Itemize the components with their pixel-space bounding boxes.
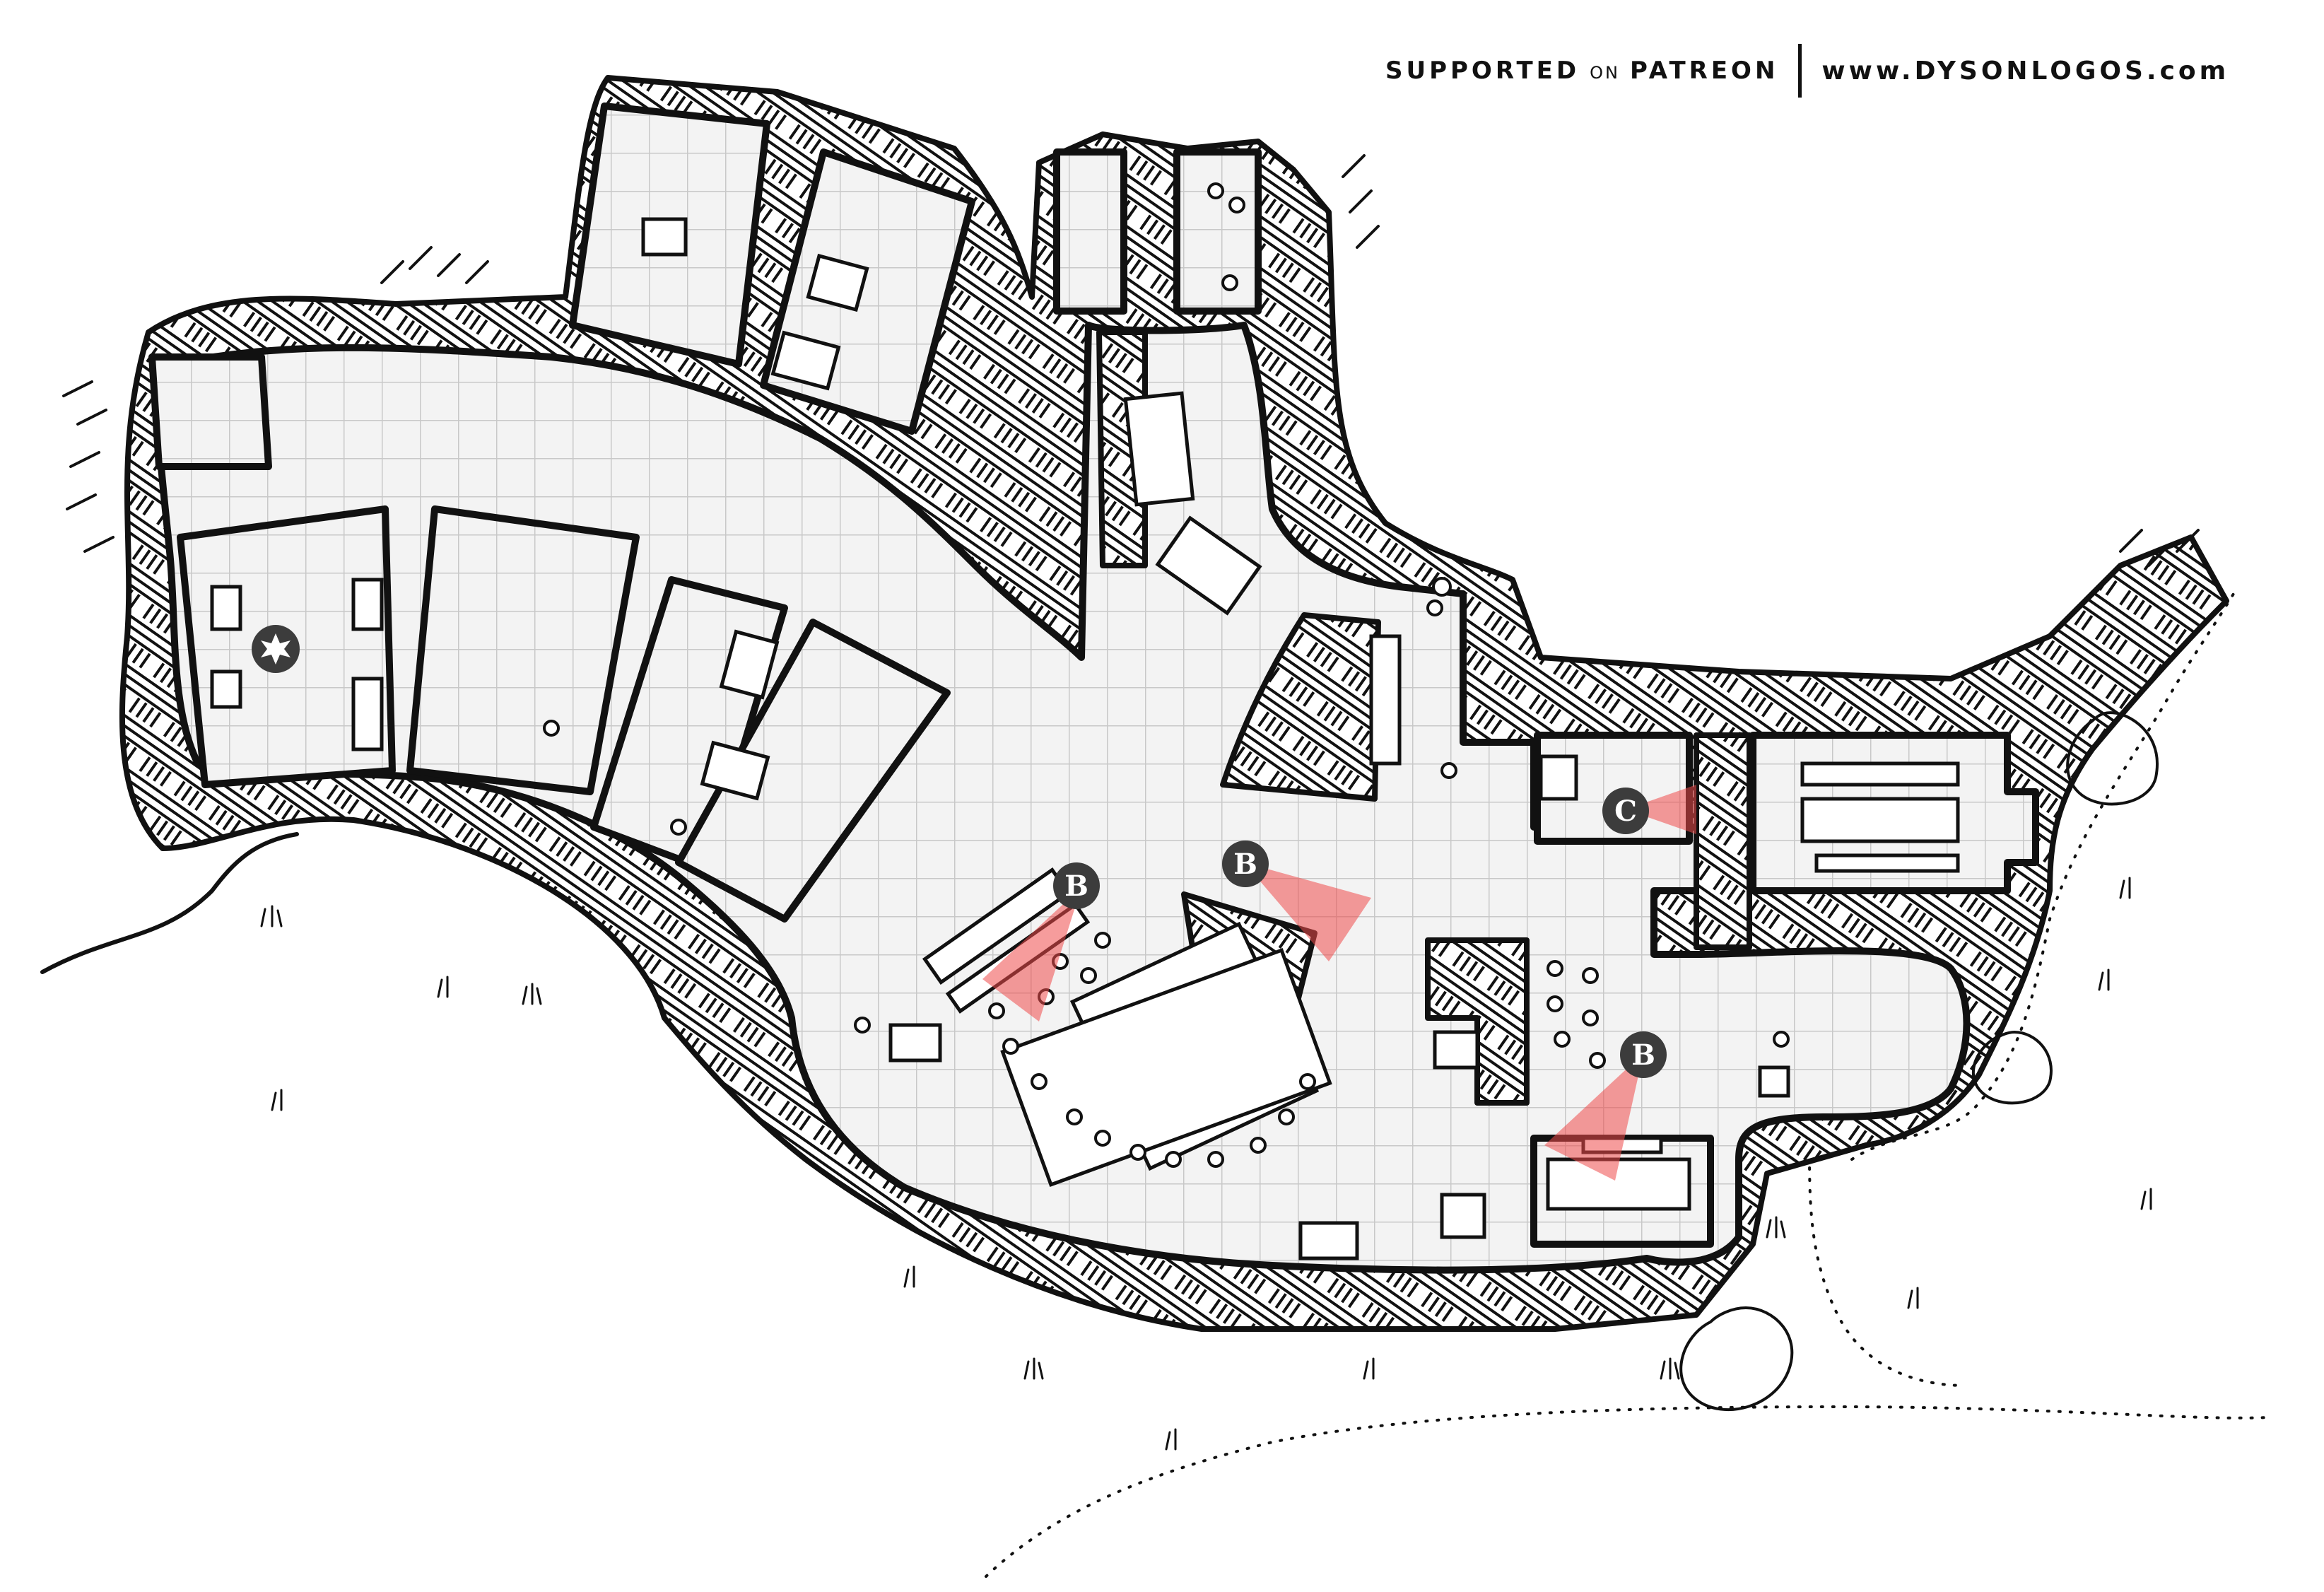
credit-supported-word: SUPPORTED <box>1385 57 1580 85</box>
grass <box>260 877 2152 1451</box>
credit-supported: SUPPORTED ON PATREON <box>1385 57 1778 85</box>
credit-website[interactable]: www.DYSONLOGOS.com <box>1821 56 2230 86</box>
room-west-2 <box>406 505 640 795</box>
sight-cones <box>982 785 1696 1181</box>
marker-label: B <box>1064 870 1088 903</box>
stones <box>543 182 1790 1168</box>
marker-b-center: B <box>1222 841 1269 887</box>
room-narrow-1 <box>1053 148 1127 315</box>
starburst-icon <box>252 625 300 673</box>
credit-header: SUPPORTED ON PATREON www.DYSONLOGOS.com <box>1385 44 2304 98</box>
marker-label: B <box>1233 848 1257 881</box>
marker-b-west: B <box>1053 862 1100 909</box>
bushes <box>1679 711 2159 1411</box>
ground-lines <box>40 592 2270 1578</box>
credit-patreon-word: PATREON <box>1629 57 1779 85</box>
room-narrow-2 <box>1173 148 1262 315</box>
marker-label: C <box>1614 795 1637 828</box>
interior-rock <box>1096 329 1752 1106</box>
marker-label: B <box>1631 1038 1655 1072</box>
credit-divider <box>1798 44 1802 98</box>
marker-b-east: B <box>1620 1031 1667 1078</box>
credit-on-word: ON <box>1590 63 1620 83</box>
furniture <box>210 217 1960 1260</box>
scrub-strokes <box>62 154 2200 567</box>
marker-c: C <box>1602 788 1649 834</box>
room-small-west <box>148 353 272 470</box>
